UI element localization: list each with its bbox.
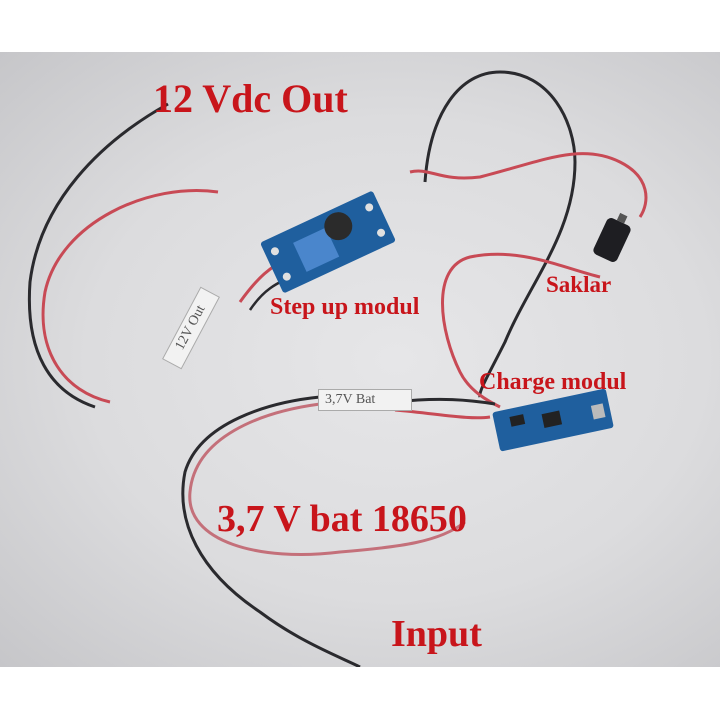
battery-label: 3,7 V bat 18650 xyxy=(217,498,467,540)
input-label: Input xyxy=(391,613,482,655)
step-up-label: Step up modul xyxy=(270,294,420,320)
output-black-wire xyxy=(27,102,169,409)
top-black-loop xyxy=(423,70,577,398)
step-up-module xyxy=(260,191,396,293)
wiring-illustration xyxy=(27,70,648,667)
output-label: 12 Vdc Out xyxy=(153,76,348,121)
charge-module-label: Charge modul xyxy=(479,369,627,395)
battery-wire-tag: 3,7V Bat xyxy=(318,389,412,411)
output-red-wire xyxy=(41,189,219,404)
red-wire-to-switch xyxy=(409,152,648,218)
switch-label: Saklar xyxy=(546,272,612,297)
charge-module xyxy=(492,388,614,452)
circuit-photo: 12V Out 3,7V Bat 12 Vdc Out Step up modu… xyxy=(0,52,720,667)
switch-body xyxy=(593,212,631,262)
